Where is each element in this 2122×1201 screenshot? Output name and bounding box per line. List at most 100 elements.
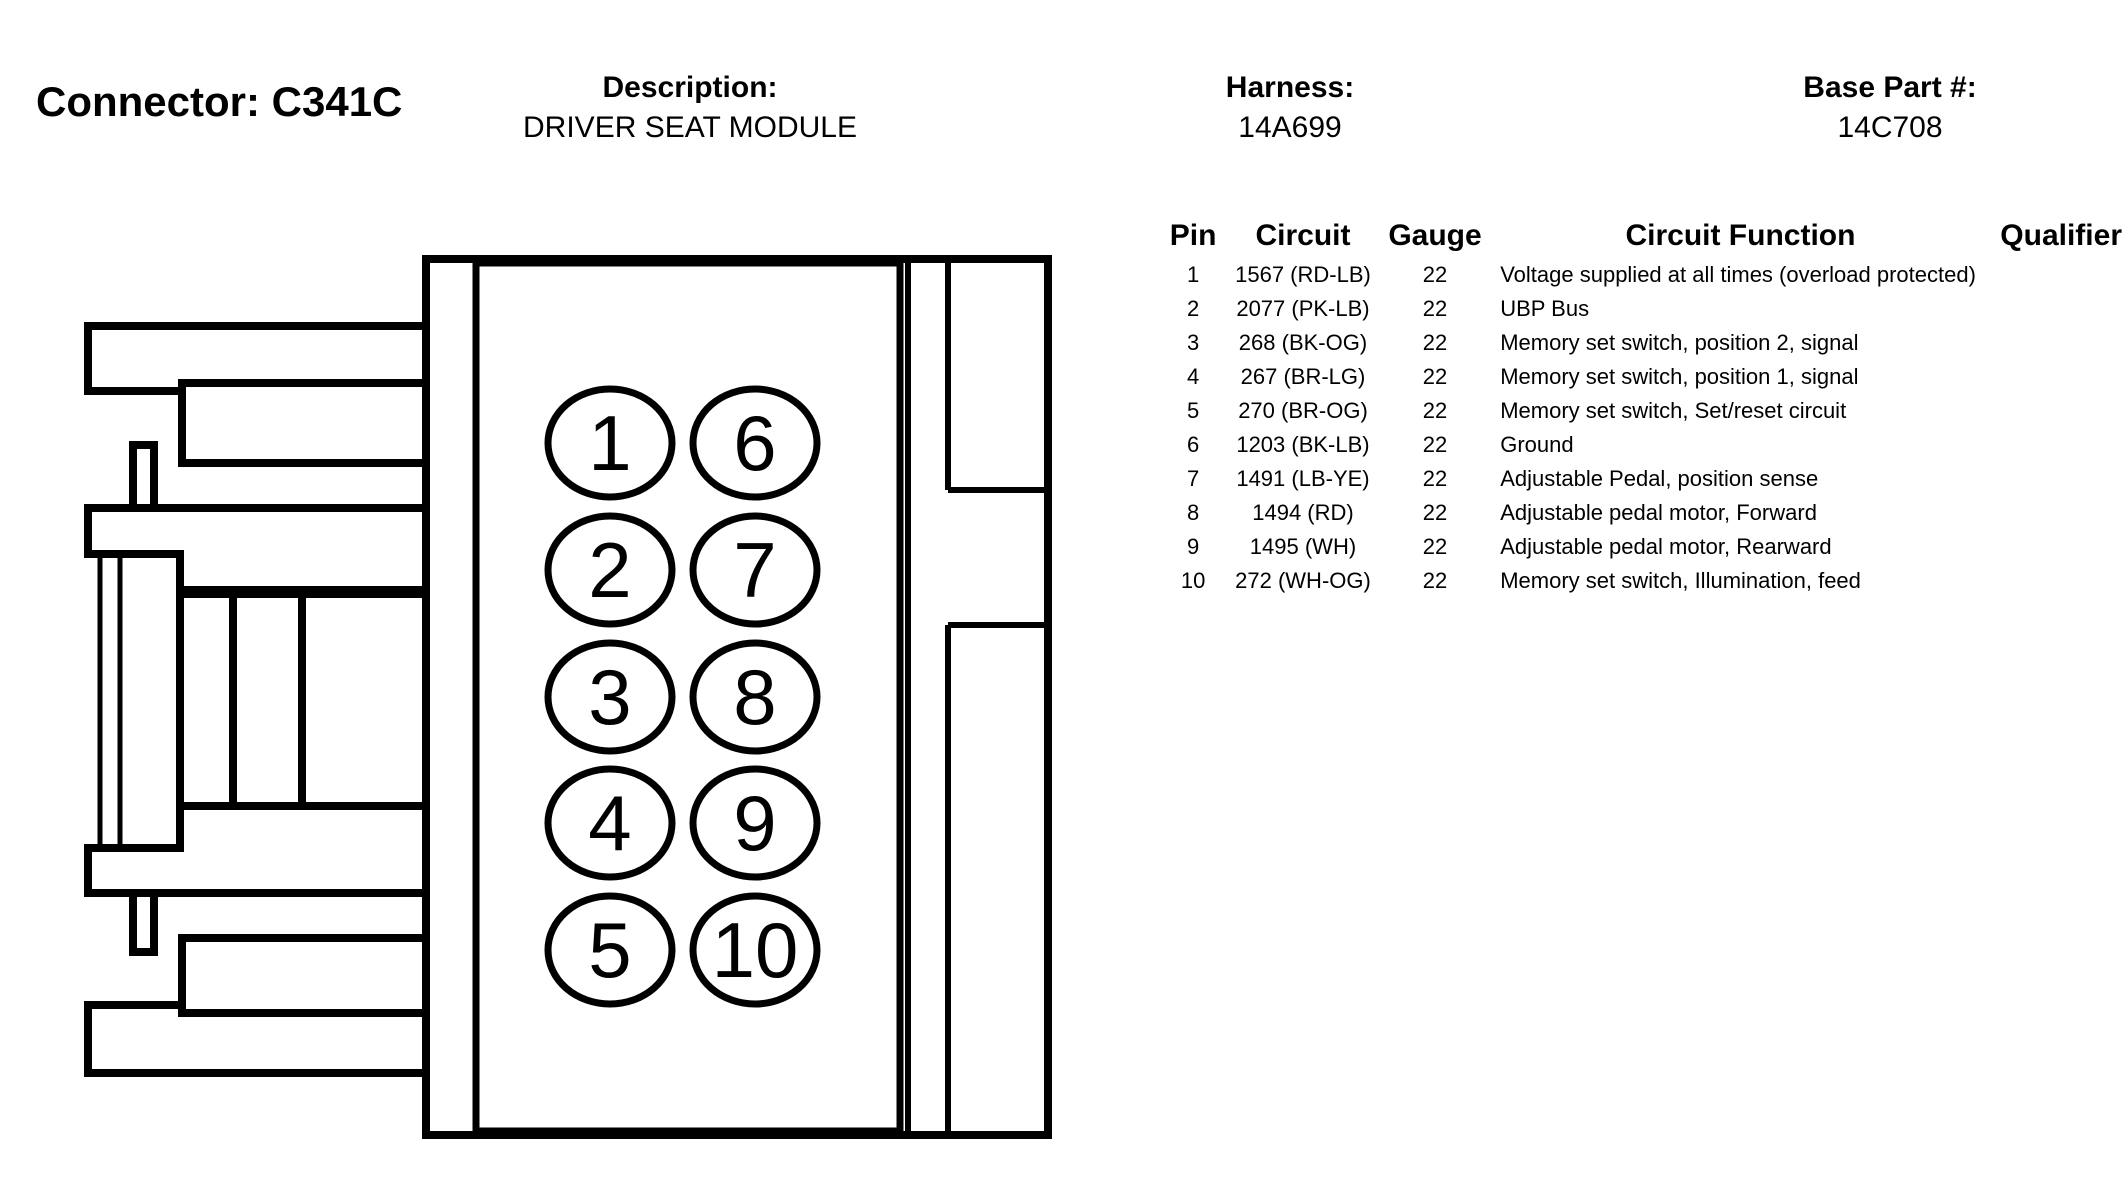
pin-cavity — [689, 639, 821, 755]
base-part-label: Base Part #: — [1803, 71, 1977, 104]
cell-circuit: 1494 (RD) — [1252, 500, 1354, 525]
pin-number: 1 — [588, 399, 631, 487]
cell-circuit: 1567 (RD-LB) — [1235, 262, 1371, 287]
cell-qualifier — [1991, 530, 2122, 564]
pin-number: 2 — [588, 526, 631, 614]
cell-pin: 8 — [1186, 500, 1200, 525]
cell-circuit-function: Memory set switch, position 1, signal — [1500, 364, 1859, 389]
bottom-inner-latch — [162, 889, 430, 1017]
table-row: 8 1494 (RD) 22 Adjustable pedal motor, Forw… — [1160, 496, 2122, 530]
pin-cavity — [544, 639, 676, 755]
cell-qualifier — [1991, 394, 2122, 428]
cell-pin: 6 — [1186, 432, 1200, 457]
base-part-block: Base Part #: 14C708 — [1760, 70, 2020, 146]
cell-circuit-function: Adjustable pedal motor, Forward — [1500, 500, 1817, 525]
top-clip — [129, 441, 162, 512]
cell-circuit-function: Memory set switch, Illumination, feed — [1500, 568, 1861, 593]
table-header-row: Pin Circuit Gauge Circuit Function Quali… — [1160, 214, 2122, 258]
cell-gauge: 22 — [1422, 534, 1448, 559]
table-row: 10 272 (WH-OG) 22 Memory set switch, Illumi… — [1160, 564, 2122, 598]
col-header-circuit-function: Circuit Function — [1625, 219, 1856, 252]
table-row: 4 267 (BR-LG) 22 Memory set switch, positio… — [1160, 360, 2122, 394]
cell-circuit-function: Voltage supplied at all times (overload … — [1500, 262, 1976, 287]
bottom-clip — [129, 889, 162, 956]
cell-gauge: 22 — [1422, 466, 1448, 491]
pin-number: 10 — [712, 906, 799, 994]
cell-qualifier — [1991, 292, 2122, 326]
harness-block: Harness: 14A699 — [1190, 70, 1390, 146]
cell-qualifier — [1991, 496, 2122, 530]
cell-qualifier — [1991, 326, 2122, 360]
pin-number: 4 — [588, 779, 631, 867]
pin-table: Pin Circuit Gauge Circuit Function Quali… — [1160, 214, 2122, 598]
cell-circuit-function: Ground — [1500, 432, 1574, 457]
cell-circuit: 272 (WH-OG) — [1235, 568, 1371, 593]
pin-number: 3 — [588, 653, 631, 741]
cell-qualifier — [1991, 428, 2122, 462]
pin-cavity — [544, 892, 676, 1008]
cell-pin: 3 — [1186, 330, 1200, 355]
cell-qualifier — [1991, 564, 2122, 598]
cell-qualifier — [1991, 462, 2122, 496]
cell-gauge: 22 — [1422, 296, 1448, 321]
top-inner-latch — [162, 379, 430, 512]
pin-cavity — [544, 765, 676, 881]
cell-circuit: 1495 (WH) — [1249, 534, 1357, 559]
cell-circuit: 2077 (PK-LB) — [1236, 296, 1370, 321]
pin-number: 5 — [588, 906, 631, 994]
cell-circuit: 1491 (LB-YE) — [1236, 466, 1370, 491]
cell-gauge: 22 — [1422, 364, 1448, 389]
cell-qualifier — [1991, 258, 2122, 292]
pin-number: 8 — [733, 653, 776, 741]
pin-cavity — [689, 512, 821, 628]
col-header-pin: Pin — [1169, 219, 1217, 252]
col-header-qualifier: Qualifier — [2000, 219, 2122, 252]
cell-gauge: 22 — [1422, 330, 1448, 355]
cell-pin: 7 — [1186, 466, 1200, 491]
cell-pin: 2 — [1186, 296, 1200, 321]
col-header-gauge: Gauge — [1388, 219, 1482, 252]
table-row: 6 1203 (BK-LB) 22 Ground — [1160, 428, 2122, 462]
col-header-circuit: Circuit — [1255, 219, 1351, 252]
cell-pin: 4 — [1186, 364, 1200, 389]
pin-number: 6 — [733, 399, 776, 487]
connector-face — [472, 259, 904, 1135]
bottom-outer-tab — [84, 1001, 426, 1077]
harness-label: Harness: — [1225, 71, 1355, 104]
cell-gauge: 22 — [1422, 500, 1448, 525]
cell-circuit-function: Memory set switch, position 2, signal — [1500, 330, 1859, 355]
cell-qualifier — [1991, 360, 2122, 394]
cell-pin: 9 — [1186, 534, 1200, 559]
cell-pin: 10 — [1180, 568, 1206, 593]
description-value: DRIVER SEAT MODULE — [523, 111, 857, 144]
cell-gauge: 22 — [1422, 398, 1448, 423]
cell-circuit: 268 (BK-OG) — [1238, 330, 1368, 355]
pin-cavity — [689, 765, 821, 881]
cell-gauge: 22 — [1422, 432, 1448, 457]
cell-circuit: 267 (BR-LG) — [1240, 364, 1366, 389]
cell-circuit: 1203 (BK-LB) — [1236, 432, 1370, 457]
cell-gauge: 22 — [1422, 568, 1448, 593]
cell-gauge: 22 — [1422, 262, 1448, 287]
description-block: Description: DRIVER SEAT MODULE — [520, 70, 860, 146]
cell-circuit-function: UBP Bus — [1500, 296, 1590, 321]
cell-pin: 5 — [1186, 398, 1200, 423]
pin-cavity — [544, 385, 676, 501]
pin-number: 7 — [733, 526, 776, 614]
connector-title: Connector: C341C — [36, 78, 403, 125]
table-row: 1 1567 (RD-LB) 22 Voltage supplied at all t… — [1160, 258, 2122, 292]
cell-circuit-function: Adjustable Pedal, position sense — [1500, 466, 1819, 491]
top-outer-tab — [84, 322, 426, 395]
table-row: 3 268 (BK-OG) 22 Memory set switch, positio… — [1160, 326, 2122, 360]
cell-pin: 1 — [1186, 262, 1200, 287]
pin-cavity — [689, 892, 821, 1008]
table-row: 7 1491 (LB-YE) 22 Adjustable Pedal, positio… — [1160, 462, 2122, 496]
bottom-left-rail — [84, 806, 184, 897]
harness-value: 14A699 — [1238, 111, 1342, 144]
left-rail — [84, 504, 426, 594]
pin-cavity — [689, 385, 821, 501]
cell-circuit: 270 (BR-OG) — [1238, 398, 1368, 423]
